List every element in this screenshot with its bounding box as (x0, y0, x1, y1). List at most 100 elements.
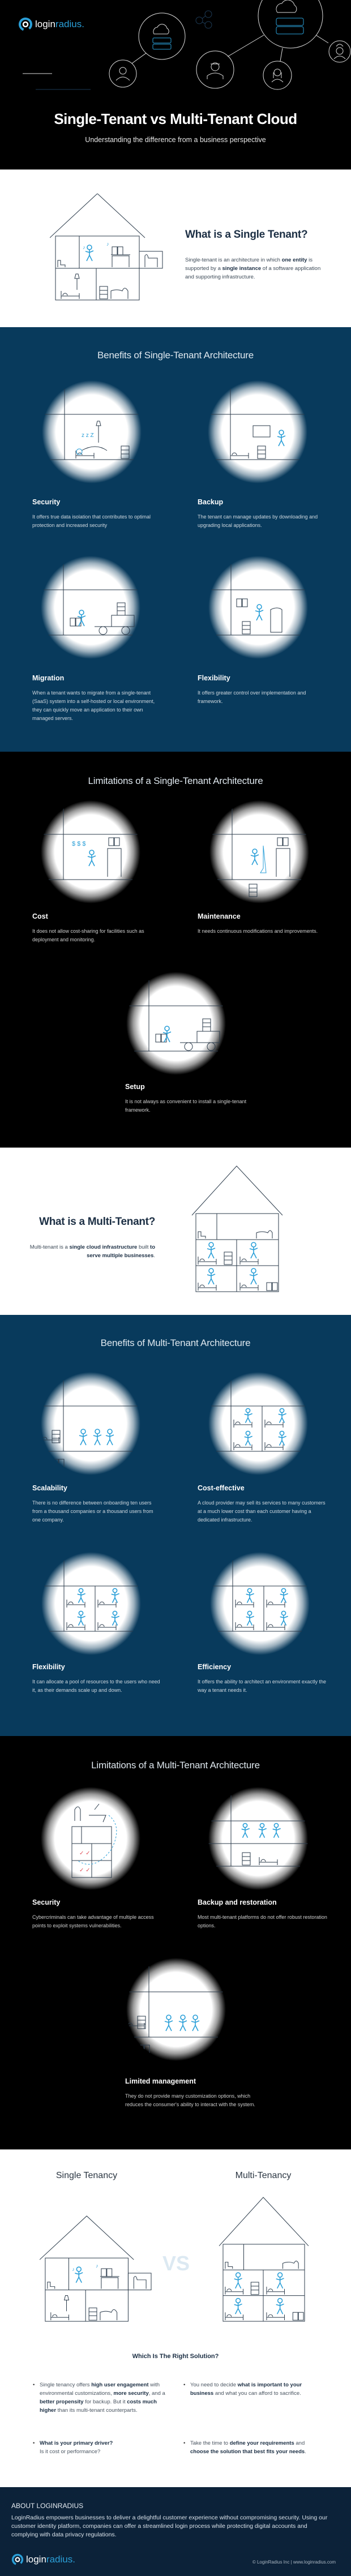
vs-label: VS (162, 2252, 190, 2275)
multi-tenancy-label: Multi-Tenancy (235, 2171, 292, 2180)
card-title-setup: Setup (125, 1083, 145, 1091)
person-icon (85, 245, 94, 262)
efficiency-illustration (210, 1552, 310, 1655)
svg-text:✓ ✓: ✓ ✓ (79, 1867, 91, 1874)
person-icon (280, 1588, 288, 1603)
card-title-maintenance: Maintenance (198, 912, 241, 920)
person-icon (244, 1430, 252, 1446)
person-icon (258, 1823, 267, 1838)
logo-text-login: login (26, 2554, 46, 2565)
cloud-server-icon (152, 24, 172, 50)
security-illustration: z z Z (42, 380, 142, 483)
person-icon (246, 1588, 254, 1603)
backup-illustration (208, 380, 307, 483)
person-icon (244, 1408, 252, 1423)
person-icon (191, 2014, 200, 2031)
person-icon (77, 610, 86, 627)
multi-benefits-section: Benefits of Multi-Tenant Architecture Sc… (0, 1315, 351, 1736)
security-illustration: ✓ ✓✓ ✓ (41, 1787, 140, 1890)
about-heading: ABOUT LOGINRADIUS (11, 2502, 84, 2510)
person-icon (111, 1610, 119, 1626)
bullet-item: What is your primary driver? Is it cost … (33, 2439, 160, 2456)
person-icon (278, 1430, 286, 1446)
card-title-cost: Cost (32, 912, 48, 920)
person-icon (246, 1610, 254, 1626)
backup-and-restoration-illustration (208, 1787, 308, 1890)
logo-text-login: login (35, 19, 55, 29)
person-icon (280, 1610, 288, 1626)
card-text-scalability: There is no difference between onboardin… (32, 1500, 153, 1523)
svg-text:♪: ♪ (72, 2266, 74, 2272)
card-text-flexibility: It can allocate a pool of resources to t… (32, 1679, 160, 1693)
multi-limitations-heading: Limitations of a Multi-Tenant Architectu… (91, 1760, 260, 1771)
person-icon (277, 430, 286, 447)
person-icon (241, 1823, 250, 1838)
card-title-flexibility: Flexibility (198, 674, 230, 682)
svg-text:♪: ♪ (83, 245, 85, 250)
person-icon (105, 1429, 114, 1446)
person-icon (79, 1429, 88, 1446)
multi-house-illustration (191, 1165, 283, 1293)
copyright-link[interactable]: © LoginRadius Inc | www.loginradius.com (252, 2560, 336, 2565)
multi-tenant-definition: What is a Multi-Tenant? Multi-tenant is … (0, 1147, 351, 1315)
card-text-flexibility: It offers greater control over implement… (198, 690, 306, 704)
flexibility-illustration (208, 556, 308, 659)
card-text-backup-and-restoration: Most multi-tenant platforms do not offer… (198, 1914, 327, 1928)
card-text-cost: It does not allow cost-sharing for facil… (32, 928, 144, 942)
single-tenancy-label: Single Tenancy (55, 2171, 118, 2180)
card-text-security: It offers true data isolation that contr… (32, 514, 151, 528)
maintenance-illustration (209, 800, 309, 903)
card-text-limited-management: They do not provide many customization o… (125, 2093, 255, 2107)
person-icon (234, 2298, 242, 2314)
multi-definition-heading: What is a Multi-Tenant? (39, 1216, 155, 1228)
single-limitations-heading: Limitations of a Single-Tenant Architect… (88, 775, 263, 786)
flexibility-illustration (41, 1552, 141, 1655)
bullet-item: You need to decide what is important to … (183, 2381, 319, 2398)
right-solution-heading: Which Is The Right Solution? (132, 2353, 219, 2360)
svg-text:♪: ♪ (106, 241, 109, 247)
person-icon (77, 1610, 85, 1626)
setup-illustration (126, 972, 226, 1075)
person-icon (93, 1429, 102, 1446)
chef-icon (333, 44, 346, 59)
single-definition-text: Single-tenant is an architecture in whic… (185, 257, 321, 280)
person-icon (164, 2014, 173, 2031)
footer: ABOUT LOGINRADIUS LoginRadius empowers b… (0, 2487, 351, 2576)
share-icon (195, 10, 212, 29)
card-title-flexibility: Flexibility (32, 1663, 65, 1671)
card-title-security: Security (32, 498, 61, 506)
migration-illustration (41, 556, 140, 659)
comparison-section: Single Tenancy Multi-Tenancy ♪ ♪ VS Which… (0, 2149, 351, 2487)
bullet-item: Single tenancy offers high user engageme… (33, 2381, 169, 2415)
card-title-security: Security (32, 1898, 61, 1906)
person-icon (272, 1823, 281, 1838)
scalability-illustration (41, 1372, 140, 1475)
person-icon (278, 1408, 286, 1423)
card-title-limited-management: Limited management (125, 2077, 196, 2085)
worker-icon (207, 62, 224, 79)
card-text-security: Cybercriminals can take advantage of mul… (32, 1914, 154, 1928)
single-limitations-section: Limitations of a Single-Tenant Architect… (0, 752, 351, 1147)
person-icon (207, 1268, 216, 1285)
person-icon (276, 2298, 284, 2314)
person-icon (178, 2014, 187, 2031)
logo-text-radius: radius. (55, 19, 84, 29)
logo-icon (11, 2553, 24, 2566)
svg-text:♪: ♪ (96, 2263, 98, 2269)
woman-icon (271, 68, 284, 83)
page-title: Single-Tenant vs Multi-Tenant Cloud (54, 110, 297, 127)
about-text: LoginRadius empowers businesses to deliv… (11, 2514, 328, 2538)
network-illustration (23, 0, 351, 90)
card-text-efficiency: It offers the ability to architect an en… (198, 1679, 326, 1693)
bullet-item: Take the time to define your requirement… (183, 2439, 311, 2456)
page-subtitle: Understanding the difference from a busi… (85, 136, 266, 144)
card-title-backup-and-restoration: Backup and restoration (198, 1898, 277, 1906)
card-text-setup: It is not always as convenient to instal… (125, 1099, 247, 1113)
person-icon (249, 1242, 258, 1259)
multi-tenancy-house (218, 2197, 310, 2322)
card-title-migration: Migration (32, 674, 65, 682)
person-icon (207, 1242, 216, 1259)
